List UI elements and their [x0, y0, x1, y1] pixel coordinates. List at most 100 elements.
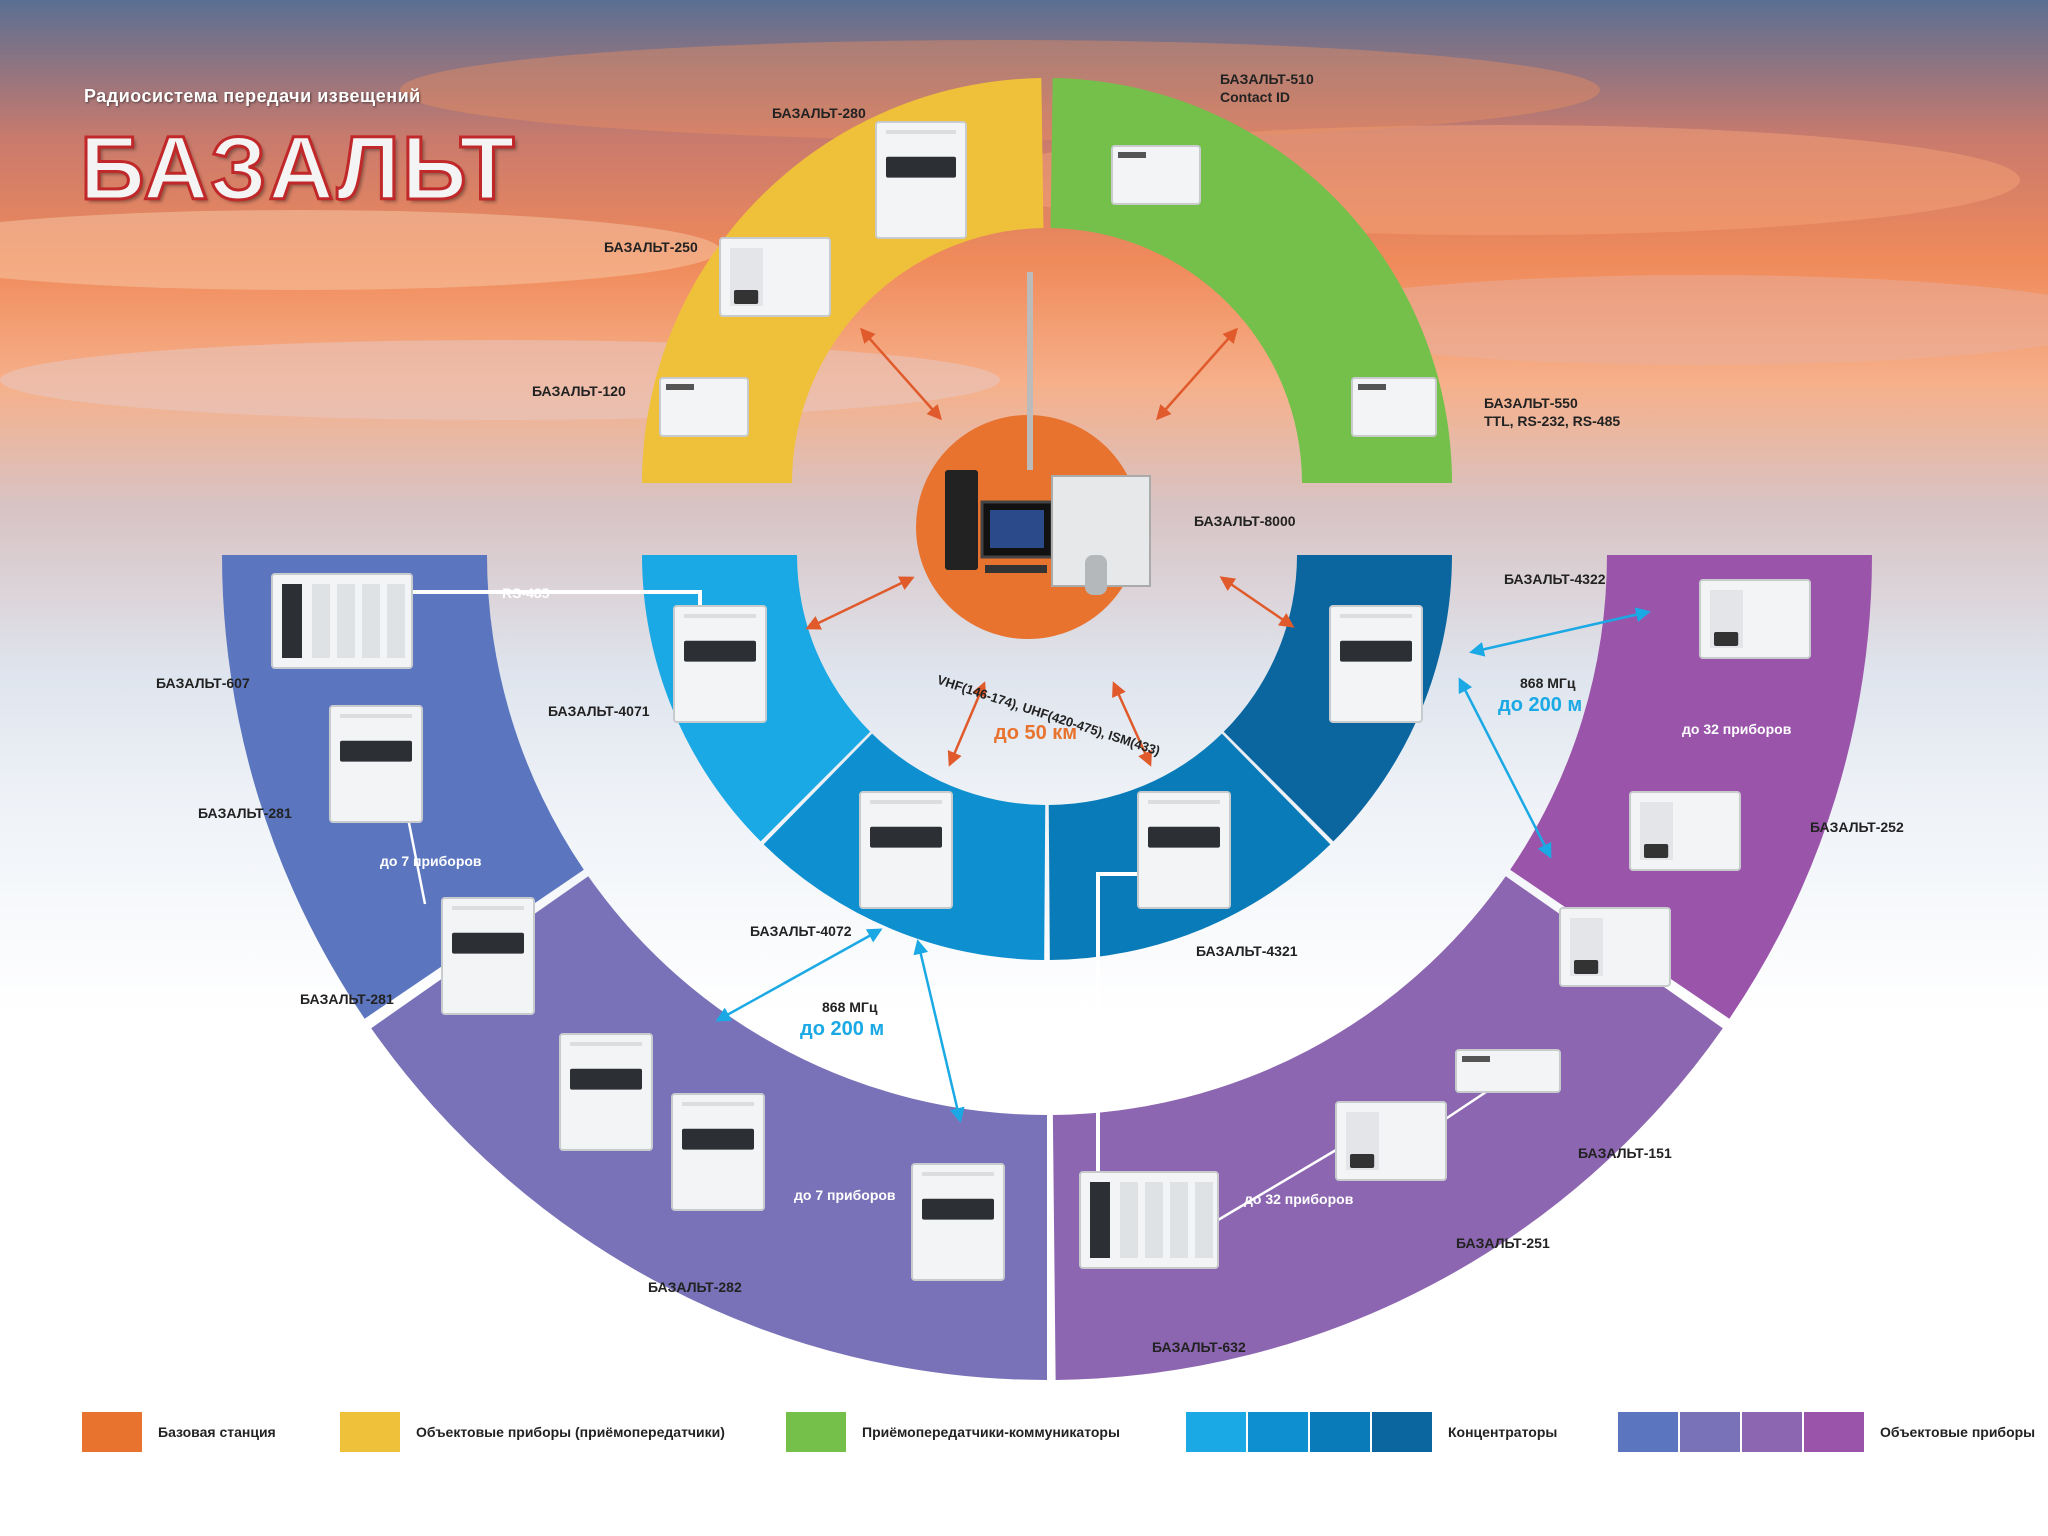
device-bazalt-632 — [1079, 1171, 1219, 1269]
legend-item-object-transceivers: Объектовые приборы (приёмопередатчики) — [340, 1410, 725, 1454]
label-bazalt-120: БАЗАЛЬТ-120 — [532, 383, 626, 399]
device-body — [673, 605, 767, 723]
device-logo — [1358, 384, 1386, 390]
device-bazalt-282a — [559, 1033, 653, 1151]
device-column — [337, 584, 355, 658]
label-bazalt-251: БАЗАЛЬТ-251 — [1456, 1235, 1550, 1251]
sector-object-devices-252 — [1510, 555, 1872, 1019]
device-body — [441, 897, 535, 1015]
legend-swatch — [82, 1412, 142, 1452]
device-column — [312, 584, 330, 658]
device-bazalt-282c — [911, 1163, 1005, 1281]
device-bazalt-281b — [441, 897, 535, 1015]
device-body — [671, 1093, 765, 1211]
device-buttons — [734, 290, 759, 304]
rs485-wire-horizontal — [412, 590, 702, 610]
device-bazalt-4321 — [1137, 791, 1231, 909]
chain-wire-632 — [1217, 1148, 1337, 1222]
upto7-label-a: до 7 приборов — [380, 853, 482, 869]
legend-swatch — [1618, 1412, 1678, 1452]
device-top-strip — [1340, 614, 1412, 618]
radio-link-282-down — [913, 939, 965, 1123]
chain-wire-281 — [406, 817, 427, 905]
label-bazalt-632: БАЗАЛЬТ-632 — [1152, 1339, 1246, 1355]
device-top-strip — [870, 800, 942, 804]
device-body — [1351, 377, 1437, 437]
device-logo — [1462, 1056, 1490, 1062]
device-bazalt-281a — [329, 705, 423, 823]
label-bazalt-4322: БАЗАЛЬТ-4322 — [1504, 571, 1606, 587]
upto32-label-b: до 32 приборов — [1244, 1191, 1354, 1207]
legend-item-base: Базовая станция — [82, 1410, 276, 1454]
device-buttons — [1350, 1154, 1375, 1168]
device-bazalt-282b — [671, 1093, 765, 1211]
label-bazalt-282: БАЗАЛЬТ-282 — [648, 1279, 742, 1295]
device-column — [362, 584, 380, 658]
radio-link-4321 — [1112, 681, 1152, 767]
legend-swatch — [1186, 1412, 1246, 1452]
device-column — [1195, 1182, 1213, 1258]
label-bazalt-151: БАЗАЛЬТ-151 — [1578, 1145, 1672, 1161]
range-label-left: до 200 м — [800, 1018, 885, 1040]
label-bazalt-8000: БАЗАЛЬТ-8000 — [1194, 513, 1296, 529]
radio-link-282 — [715, 928, 883, 1022]
label-bazalt-281a: БАЗАЛЬТ-281 — [198, 805, 292, 821]
device-bazalt-120 — [659, 377, 749, 437]
device-buttons — [1714, 632, 1739, 646]
device-body — [659, 377, 749, 437]
device-top-strip — [684, 614, 756, 618]
radio-link-4071 — [805, 576, 915, 630]
legend-swatch — [1742, 1412, 1802, 1452]
device-keypad — [340, 740, 412, 762]
legend-swatch — [340, 1412, 400, 1452]
keyboard-icon — [985, 565, 1047, 573]
cylinder-icon — [1085, 555, 1107, 595]
device-keypad — [922, 1198, 994, 1220]
device-logo — [666, 384, 694, 390]
label-bazalt-4071: БАЗАЛЬТ-4071 — [548, 703, 650, 719]
device-top-strip — [340, 714, 412, 718]
device-bazalt-250 — [719, 237, 831, 317]
device-top-strip — [1148, 800, 1220, 804]
radio-link-yellow — [860, 327, 942, 421]
device-logo — [1118, 152, 1146, 158]
device-column — [1120, 1182, 1138, 1258]
device-top-strip — [570, 1042, 642, 1046]
upto32-label-a: до 32 приборов — [1682, 721, 1792, 737]
device-bazalt-510 — [1111, 145, 1201, 205]
freq-label-right: 868 МГц — [1520, 675, 1576, 691]
freq-label-left: 868 МГц — [822, 999, 878, 1015]
device-body — [911, 1163, 1005, 1281]
device-keypad — [452, 932, 524, 954]
header-subtitle: Радиосистема передачи извещений — [84, 86, 421, 106]
label-bazalt-4321: БАЗАЛЬТ-4321 — [1196, 943, 1298, 959]
device-top-strip — [682, 1102, 754, 1106]
device-strip — [282, 584, 302, 658]
device-bazalt-280 — [875, 121, 967, 239]
range-label-right: до 200 м — [1498, 694, 1583, 716]
device-top-strip — [922, 1172, 994, 1176]
device-keypad — [684, 640, 756, 662]
legend-swatch — [1680, 1412, 1740, 1452]
device-bazalt-4322 — [1329, 605, 1423, 723]
device-body — [859, 791, 953, 909]
device-bazalt-550 — [1351, 377, 1437, 437]
device-body — [559, 1033, 653, 1151]
device-keypad — [870, 826, 942, 848]
device-keypad — [1340, 640, 1412, 662]
device-keypad — [1148, 826, 1220, 848]
device-column — [1145, 1182, 1163, 1258]
radio-link-4072 — [947, 681, 987, 767]
device-column — [1170, 1182, 1188, 1258]
legend-swatch — [786, 1412, 846, 1452]
label-bazalt-281b: БАЗАЛЬТ-281 — [300, 991, 394, 1007]
device-body — [1329, 605, 1423, 723]
legend-swatch — [1310, 1412, 1370, 1452]
device-bazalt-151 — [1455, 1049, 1561, 1093]
header-title: БАЗАЛЬТ — [78, 118, 517, 221]
device-keypad — [682, 1128, 754, 1150]
radio-link-252-down — [1458, 677, 1552, 859]
device-body — [1137, 791, 1231, 909]
